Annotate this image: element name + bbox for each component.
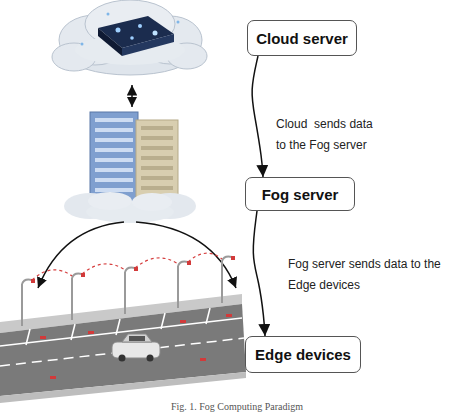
cloud-illustration [122,34,174,56]
street-lamp [125,268,135,273]
street-illustration [0,308,244,366]
building-illustration [141,176,173,180]
building-illustration [136,120,178,204]
sensor-node [50,376,56,379]
building-illustration [141,146,173,150]
server-box: Fog server [245,177,355,211]
flow-arrow [252,56,263,177]
building-illustration [132,193,172,211]
sensor-node [88,331,94,334]
sensor-node [187,261,191,265]
street-lamp [22,280,32,285]
box-title: Cloud server [256,30,348,47]
building-illustration [141,186,173,190]
car-illustration [112,334,160,362]
building-illustration [95,118,133,192]
sensor-node [31,279,35,283]
cloud-illustration [153,31,158,36]
building-illustration [95,148,133,152]
flow-arrow [253,211,265,336]
edge-label: Cloud sends data to the Fog server [276,114,380,156]
box-title: Edge devices [255,346,351,363]
sensor-signal [32,253,222,280]
sensor-signal [82,264,125,274]
car-illustration [119,355,126,362]
car-illustration [129,336,145,341]
cloud-illustration [81,43,84,46]
sensor-signal [135,258,178,268]
sensor-node [226,314,232,317]
building-illustration [141,126,173,130]
street-lamp [72,274,82,279]
street-lamp [177,266,179,308]
edge-label: Fog server sends data to the Edge device… [288,254,458,296]
building-illustration [95,138,133,142]
sensor-node [40,336,46,339]
building-illustration [95,178,133,182]
double-arrow [131,85,133,107]
sensor-signal [188,253,222,262]
building-illustration [141,136,173,140]
cloud-illustration [138,24,142,28]
building-illustration [141,126,173,190]
sensor-node [231,256,235,260]
car-illustration [147,355,154,362]
server-box: Cloud server [247,20,357,56]
street-lamp [221,261,223,303]
street-lamp [71,278,73,320]
street-lamp [222,257,232,262]
street-illustration [0,304,246,396]
building-illustration [95,128,133,132]
car-illustration [112,342,160,358]
sensor-node [180,320,186,323]
building-illustration [141,156,173,160]
building-illustration [90,112,138,202]
cloud-illustration [177,21,180,24]
sensor-signal [32,270,72,280]
building-illustration [95,158,133,162]
box-title: Fog server [262,186,339,203]
building-illustration [95,188,133,192]
figure-caption: Fig. 1. Fog Computing Paradigm [0,401,474,412]
cloud-illustration [107,13,110,16]
street-lamp [22,257,232,327]
cloud-illustration [52,0,207,75]
sensor-node [134,267,138,271]
building-illustration [95,168,133,172]
street-lamp [21,284,23,326]
car-illustration [122,334,152,342]
server-box: Edge devices [245,336,361,373]
sensor-node [200,358,206,361]
building-illustration [64,112,196,223]
street-illustration [0,253,246,403]
curved-arrow [38,222,124,288]
street-lamp [124,272,126,314]
cloud-illustration [116,28,121,33]
building-illustration [88,192,132,210]
street-lamp [178,262,188,267]
sensor-node [81,273,85,277]
building-illustration [141,166,173,170]
sensor-node [31,256,235,379]
cloud-illustration [130,36,134,40]
street-illustration [0,372,246,403]
cloud-illustration [98,28,122,56]
building-illustration [95,118,133,122]
